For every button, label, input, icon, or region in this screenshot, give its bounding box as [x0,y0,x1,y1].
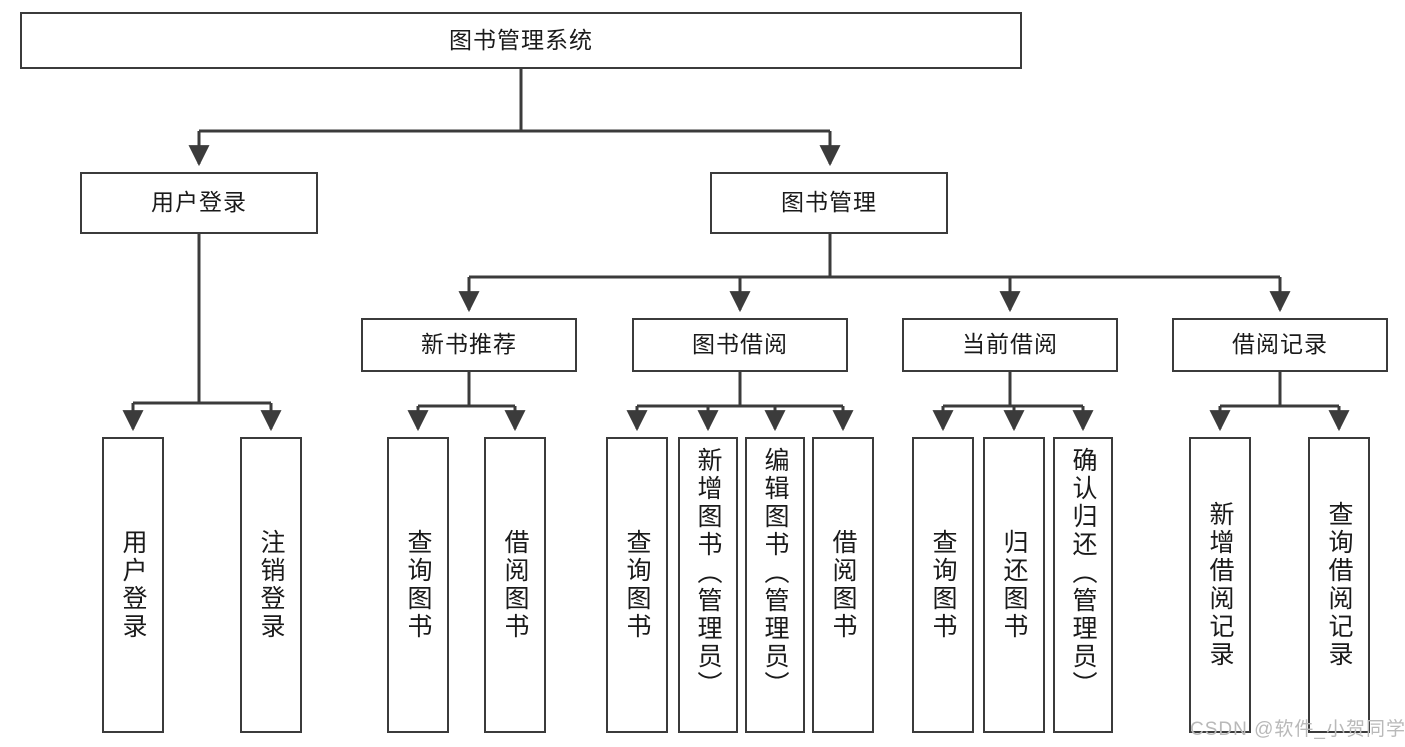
node-borrow-record[interactable]: 借阅记录 [1172,318,1388,372]
leaf-edit-book[interactable]: 编辑图书（管理员） [745,437,805,733]
leaf-query-book-2[interactable]: 查询图书 [606,437,668,733]
node-book-borrow[interactable]: 图书借阅 [632,318,848,372]
leaf-return-book[interactable]: 归还图书 [983,437,1045,733]
leaf-add-book[interactable]: 新增图书（管理员） [678,437,738,733]
leaf-confirm-return[interactable]: 确认归还（管理员） [1053,437,1113,733]
leaf-borrow-book-2[interactable]: 借阅图书 [812,437,874,733]
leaf-query-record[interactable]: 查询借阅记录 [1308,437,1370,733]
csdn-watermark: CSDN @软件_小贺同学 [1190,719,1405,740]
leaf-query-book-3[interactable]: 查询图书 [912,437,974,733]
node-user-login[interactable]: 用户登录 [80,172,318,234]
leaf-add-record[interactable]: 新增借阅记录 [1189,437,1251,733]
node-new-book-recommend[interactable]: 新书推荐 [361,318,577,372]
leaf-user-login[interactable]: 用户登录 [102,437,164,733]
node-book-manage[interactable]: 图书管理 [710,172,948,234]
node-root[interactable]: 图书管理系统 [20,12,1022,69]
leaf-borrow-book-1[interactable]: 借阅图书 [484,437,546,733]
leaf-query-book-1[interactable]: 查询图书 [387,437,449,733]
node-current-borrow[interactable]: 当前借阅 [902,318,1118,372]
leaf-logout[interactable]: 注销登录 [240,437,302,733]
